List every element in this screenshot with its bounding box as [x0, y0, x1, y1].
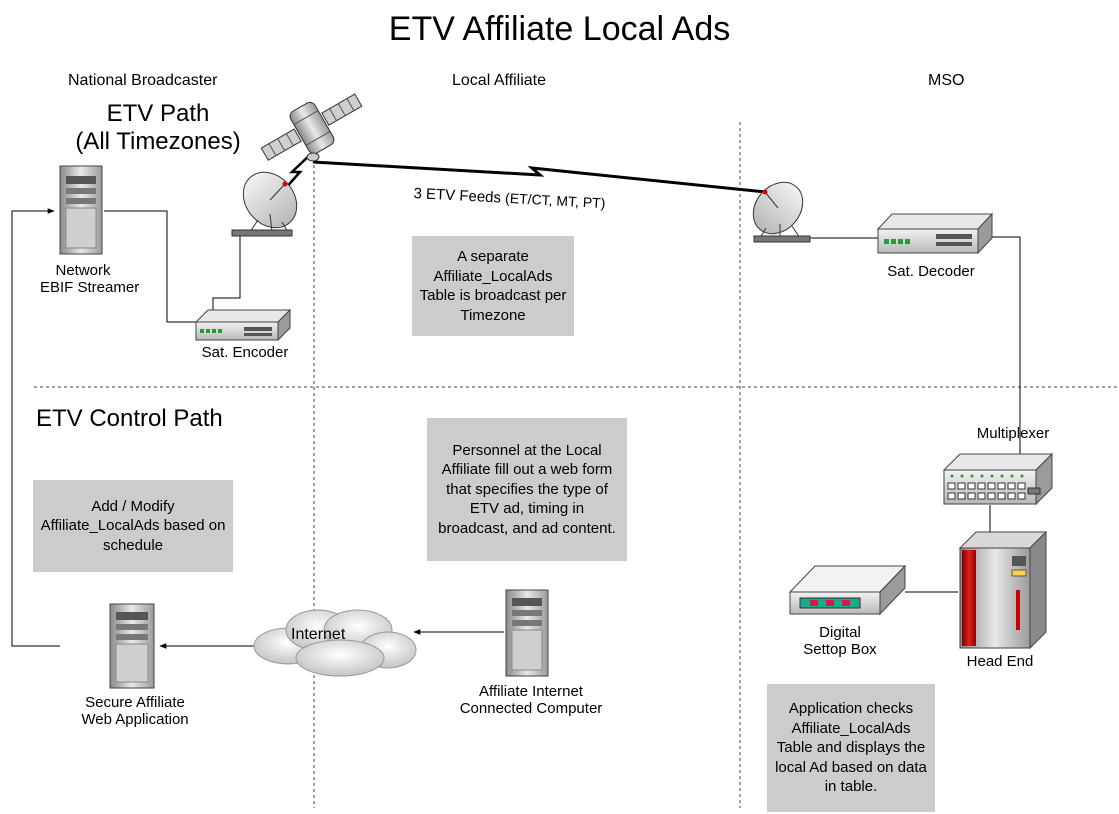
- note-personnel: Personnel at the Local Affiliate fill ou…: [427, 418, 627, 561]
- section-etv-path: ETV Path (All Timezones): [58, 100, 258, 155]
- affiliate-computer-label-line2: Connected Computer: [459, 700, 603, 718]
- network-streamer-label: Network EBIF Streamer: [40, 262, 140, 297]
- secure-app-server-icon: [109, 603, 155, 689]
- streamer-loop-line: [11, 208, 60, 647]
- sat-decoder-device-icon: [876, 212, 994, 255]
- secure-app-label: Secure Affiliate Web Application: [60, 694, 210, 729]
- settop-box-icon: [788, 564, 907, 616]
- note-add-modify: Add / Modify Affiliate_LocalAds based on…: [33, 480, 233, 572]
- etv-path-line1: ETV Path: [106, 100, 210, 127]
- column-national-broadcaster: National Broadcaster: [68, 72, 218, 89]
- streamer-to-encoder-line: [104, 210, 196, 323]
- head-end-rack-icon: [958, 530, 1048, 650]
- broadcaster-satellite-dish-icon: [231, 171, 298, 237]
- internet-cloud-icon: [253, 609, 417, 677]
- sat-encoder-device-icon: [194, 308, 292, 342]
- affiliate-computer-label-line1: Affiliate Internet: [479, 683, 583, 700]
- section-etv-control-path: ETV Control Path: [36, 405, 223, 432]
- secure-app-label-line1: Secure Affiliate: [85, 694, 185, 711]
- column-local-affiliate: Local Affiliate: [452, 72, 546, 89]
- encoder-to-dish-line: [212, 233, 262, 313]
- decoder-to-mux-line: [992, 236, 1021, 480]
- note-application-checks: Application checks Affiliate_LocalAds Ta…: [767, 684, 935, 812]
- internet-label: Internet: [291, 626, 346, 643]
- multiplexer-device-icon: [942, 452, 1054, 506]
- settop-box-label-line2: Settop Box: [803, 641, 877, 659]
- settop-box-label: Digital Settop Box: [790, 624, 890, 659]
- affiliate-computer-server-icon: [505, 589, 549, 677]
- satellite-feeds-bolt: [312, 160, 766, 194]
- settop-box-label-line1: Digital: [819, 624, 861, 641]
- network-streamer-label-line1: Network: [55, 262, 111, 279]
- network-streamer-label-line2: EBIF Streamer: [40, 279, 140, 297]
- etv-path-line2: (All Timezones): [75, 127, 241, 155]
- note-separate-table: A separate Affiliate_LocalAds Table is b…: [412, 236, 574, 336]
- mso-satellite-dish-icon: [752, 181, 811, 243]
- region-dividers: [34, 122, 1119, 808]
- diagram-title: ETV Affiliate Local Ads: [388, 10, 731, 48]
- network-streamer-server-icon: [59, 165, 103, 255]
- connectors: [11, 151, 1021, 649]
- affiliate-computer-label: Affiliate Internet Connected Computer: [446, 683, 616, 718]
- multiplexer-label: Multiplexer: [976, 425, 1050, 442]
- head-end-label: Head End: [966, 653, 1034, 670]
- secure-app-label-line2: Web Application: [81, 711, 189, 729]
- satellite-icon: [260, 93, 363, 162]
- sat-decoder-label: Sat. Decoder: [887, 263, 975, 280]
- dish-to-satellite-bolt: [283, 151, 314, 191]
- sat-encoder-label: Sat. Encoder: [201, 344, 289, 361]
- column-mso: MSO: [928, 72, 965, 89]
